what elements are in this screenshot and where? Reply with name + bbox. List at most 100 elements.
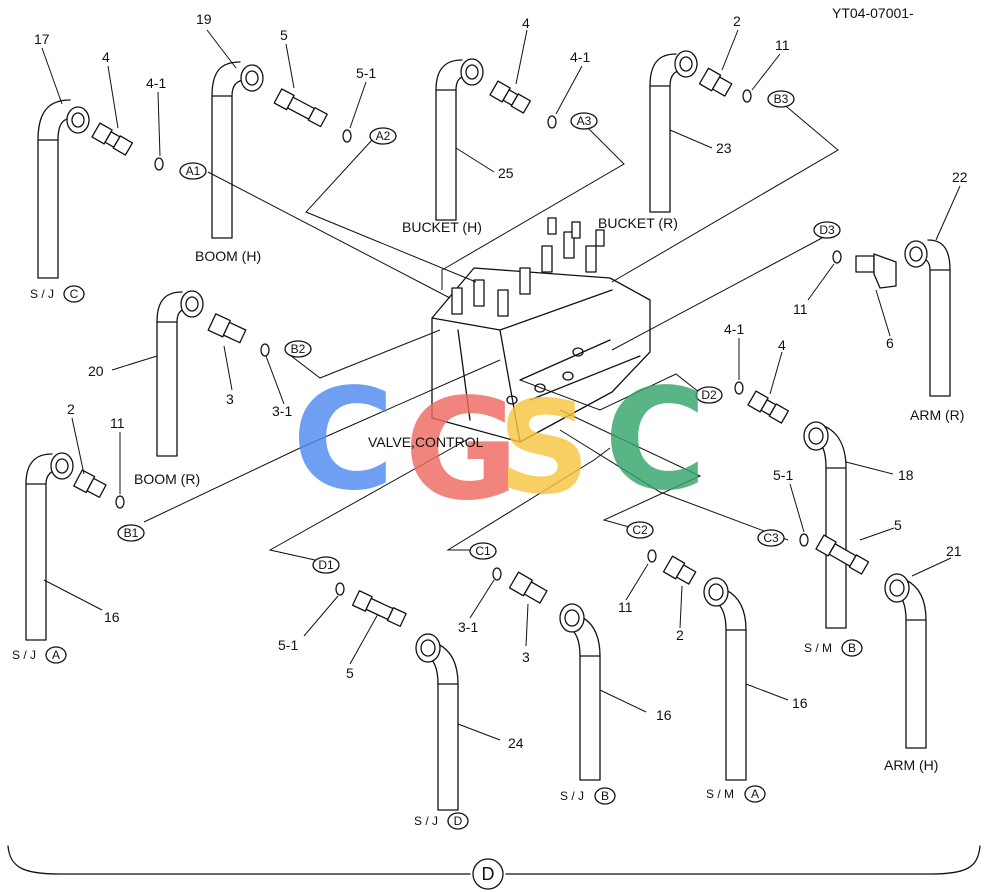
svg-text:S / M: S / M [706, 787, 734, 801]
label-boom-h: BOOM (H) [195, 248, 261, 264]
svg-text:C1: C1 [475, 544, 491, 558]
callout-24: 24 [508, 735, 524, 751]
svg-text:S / J: S / J [30, 287, 54, 301]
port-tag-c1: C1 [469, 542, 497, 560]
callout-4: 4 [778, 337, 786, 353]
svg-text:B2: B2 [291, 342, 306, 356]
port-tag-d3: D3 [813, 221, 841, 239]
hose-22 [904, 239, 951, 397]
callout-5: 5 [280, 27, 288, 43]
callout-leaders [41, 29, 961, 741]
label-boom-r: BOOM (R) [134, 471, 200, 487]
svg-text:A: A [751, 787, 759, 801]
joint-sj-c: S / J C [30, 285, 85, 303]
port-tag-b2: B2 [284, 340, 312, 358]
svg-text:A1: A1 [186, 164, 201, 178]
joint-sj-a: S / J A [12, 646, 67, 664]
joint-sj-b: S / J B [560, 787, 616, 805]
callout-25: 25 [498, 165, 514, 181]
callout-17: 17 [34, 31, 50, 47]
section-brace: D [7, 845, 981, 890]
hose-16-left [25, 452, 74, 641]
callout-18: 18 [898, 467, 914, 483]
label-bucket-h: BUCKET (H) [402, 219, 482, 235]
label-arm-r: ARM (R) [910, 407, 964, 423]
svg-text:B: B [601, 789, 609, 803]
port-tag-a2: A2 [369, 127, 397, 145]
callout-3: 3 [522, 649, 530, 665]
callout-11: 11 [618, 599, 633, 615]
port-leader-lines [143, 101, 839, 563]
watermark: C G S C [292, 359, 707, 532]
callout-4-1: 4-1 [724, 321, 744, 337]
watermark-letter-c1: C [292, 359, 395, 522]
hose-21 [884, 573, 927, 749]
port-tag-b3: B3 [767, 90, 795, 108]
o-rings [115, 89, 842, 596]
port-tags: A1 A2 A3 B3 D3 B2 B1 D2 C3 C2 C1 D1 [117, 90, 841, 574]
callout-2: 2 [733, 13, 741, 29]
callout-21: 21 [946, 543, 962, 559]
svg-text:A3: A3 [577, 114, 592, 128]
port-tag-c2: C2 [626, 521, 654, 539]
hose-name-labels: BOOM (H) BOOM (R) BUCKET (H) BUCKET (R) … [134, 215, 964, 773]
callout-5: 5 [346, 665, 354, 681]
svg-text:A: A [52, 648, 60, 662]
port-tag-b1: B1 [117, 524, 145, 542]
callout-6: 6 [886, 335, 894, 351]
svg-text:D3: D3 [819, 223, 835, 237]
label-bucket-r: BUCKET (R) [598, 215, 678, 231]
svg-text:D1: D1 [318, 558, 334, 572]
callout-19: 19 [196, 11, 212, 27]
callout-5-1: 5-1 [773, 467, 793, 483]
hose-24 [415, 633, 459, 811]
svg-text:A2: A2 [376, 129, 391, 143]
callout-4-1: 4-1 [570, 49, 590, 65]
svg-text:B1: B1 [124, 526, 139, 540]
callout-16: 16 [656, 707, 672, 723]
callout-3-1: 3-1 [458, 619, 478, 635]
valve-control-label: VALVE,CONTROL [368, 434, 484, 450]
callout-11: 11 [775, 37, 790, 53]
control-valve-body [431, 217, 651, 443]
port-tag-a1: A1 [179, 162, 207, 180]
hose-16-right [703, 577, 747, 781]
hose-23 [649, 50, 698, 213]
svg-text:C2: C2 [632, 523, 648, 537]
svg-text:C: C [70, 287, 79, 301]
callout-numbers: 17 4 4-1 19 5 5-1 4 4-1 25 2 11 23 22 6 … [34, 11, 968, 751]
callout-22: 22 [952, 169, 968, 185]
callout-16: 16 [104, 609, 120, 625]
callout-2: 2 [676, 627, 684, 643]
hose-18 [803, 421, 847, 629]
callout-11: 11 [110, 415, 125, 431]
port-tag-a3: A3 [570, 112, 598, 130]
callout-11: 11 [793, 301, 808, 317]
watermark-letter-c2: C [604, 359, 707, 522]
svg-text:S / J: S / J [560, 789, 584, 803]
hose-16-mid [559, 603, 601, 781]
svg-text:S / M: S / M [804, 641, 832, 655]
callout-16: 16 [792, 695, 808, 711]
callout-20: 20 [88, 363, 104, 379]
joint-sm-a: S / M A [706, 785, 766, 803]
hose-19 [211, 61, 264, 239]
callout-5-1: 5-1 [356, 65, 376, 81]
label-arm-h: ARM (H) [884, 757, 938, 773]
section-label: D [482, 864, 495, 884]
svg-text:D: D [454, 814, 463, 828]
callout-3: 3 [226, 391, 234, 407]
svg-text:D2: D2 [701, 388, 717, 402]
port-tag-c3: C3 [757, 529, 785, 547]
callout-5-1: 5-1 [278, 637, 298, 653]
callout-4-1: 4-1 [146, 75, 166, 91]
callout-4: 4 [522, 15, 530, 31]
svg-text:S / J: S / J [12, 648, 36, 662]
callout-23: 23 [716, 140, 732, 156]
callout-4: 4 [102, 49, 110, 65]
callout-3-1: 3-1 [272, 403, 292, 419]
